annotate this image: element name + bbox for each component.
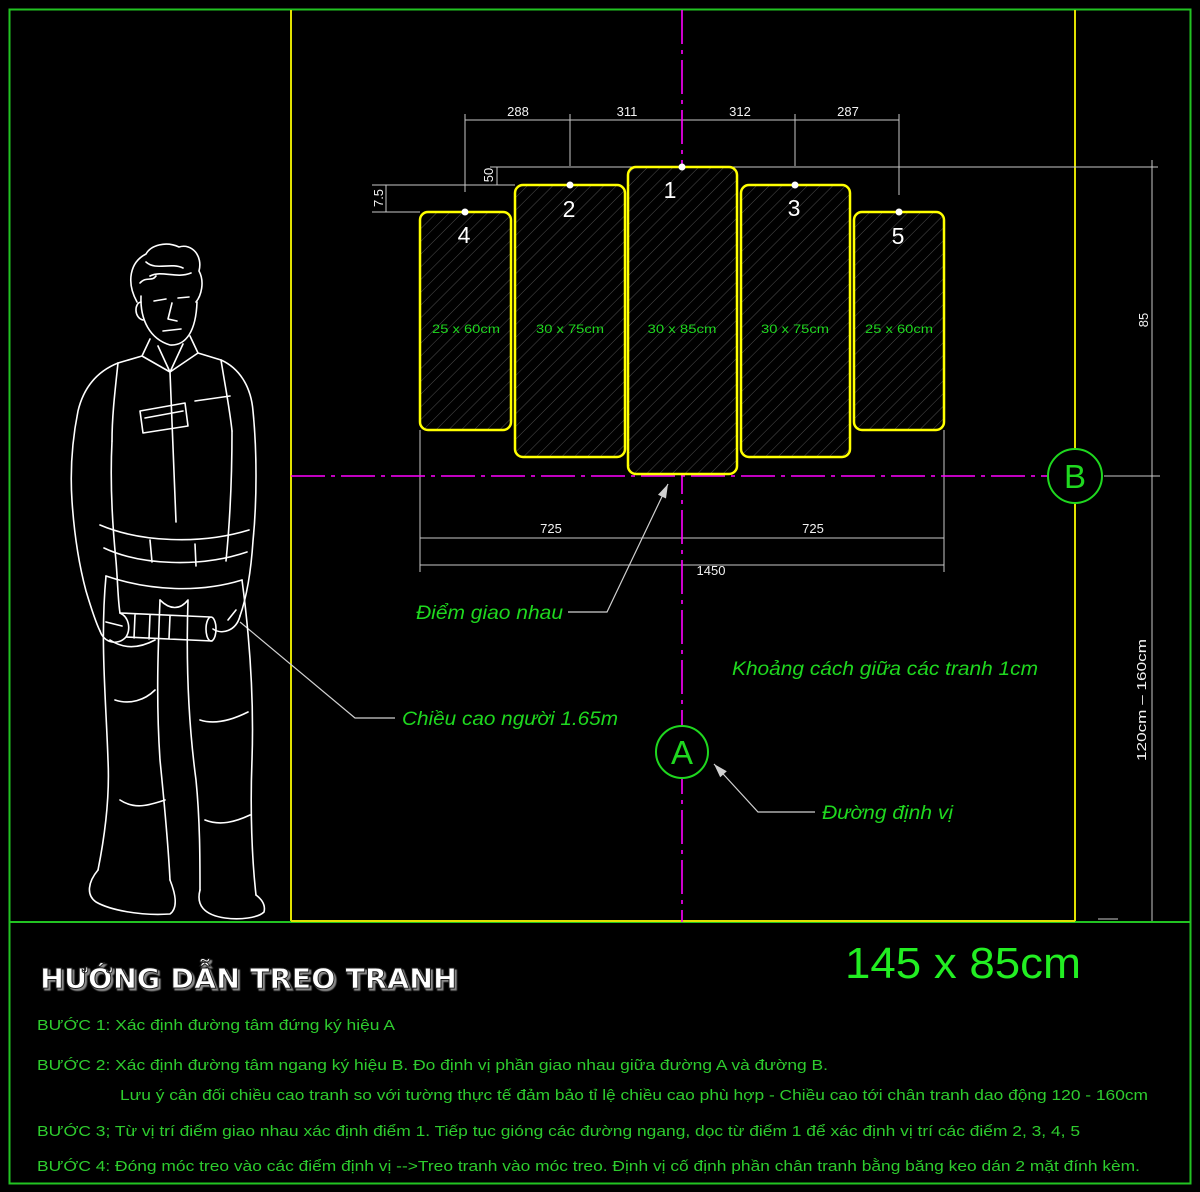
step-1: BƯỚC 1: Xác định đường tâm đứng ký hiệu … (37, 1017, 395, 1034)
painting-number: 1 (664, 177, 677, 203)
person-rolled-drawing-end (205, 616, 217, 642)
hook-spacing-label: 311 (617, 104, 638, 119)
step-2-note: Lưu ý cân đối chiều cao tranh so với tườ… (120, 1087, 1148, 1104)
painting-number: 4 (458, 222, 471, 248)
marker-a-label: A (671, 734, 693, 771)
overall-width-label: 1450 (697, 563, 726, 578)
annotation-intersection: Điểm giao nhau (416, 483, 669, 624)
hook-spacing-label: 288 (507, 104, 529, 119)
marker-a-circle (655, 725, 709, 779)
painting-number: 3 (788, 195, 801, 221)
person-collar (117, 335, 222, 373)
painting-3: 3 30 x 75cm (739, 183, 852, 459)
painting-frame (626, 165, 739, 476)
person-left-arm (70, 362, 119, 632)
person-mouth (162, 328, 182, 332)
person-jacket-zipper (169, 371, 177, 523)
hook-point-2 (566, 181, 574, 189)
painting-size: 30 x 85cm (648, 322, 717, 336)
half-width-left-label: 725 (540, 521, 562, 536)
painting-size: 30 x 75cm (761, 322, 829, 336)
arrow-head-icon (714, 764, 727, 778)
painting-2: 2 30 x 75cm (513, 183, 627, 459)
intersection-label: Điểm giao nhau (416, 603, 563, 624)
painting-5: 5 25 x 60cm (852, 210, 946, 432)
person-height-label: Chiều cao người 1.65m (402, 709, 618, 730)
person-nose (167, 302, 178, 322)
hook-point-5 (895, 208, 903, 216)
outer-offset-label: 7.5 (371, 189, 386, 207)
person-chest-pocket (139, 402, 189, 434)
painting-number: 5 (892, 223, 905, 249)
painting-4: 4 25 x 60cm (418, 210, 513, 432)
painting-gap-note: Khoảng cách giữa các tranh 1cm (732, 659, 1038, 680)
locator-line-label: Đường định vị (822, 803, 954, 824)
half-width-right-label: 725 (802, 521, 824, 536)
annotation-person-height: Chiều cao người 1.65m (239, 621, 618, 730)
marker-b-circle (1047, 448, 1103, 504)
painting-frame (513, 183, 627, 459)
person-hair (129, 243, 203, 303)
step-2: BƯỚC 2: Xác định đường tâm ngang ký hiệu… (37, 1057, 828, 1074)
hook-points (461, 163, 903, 216)
leader-line (713, 763, 815, 813)
instruction-steps: BƯỚC 1: Xác định đường tâm đứng ký hiệu … (37, 1017, 1148, 1175)
person-silhouette (70, 243, 266, 920)
leader-line (239, 621, 395, 719)
person-left-arm-inner (110, 440, 121, 614)
dimension-labels: 288 311 312 287 7.5 50 85 120cm – 160cm … (371, 104, 1151, 761)
painting-size: 30 x 75cm (536, 322, 604, 336)
marker-b: B (1047, 448, 1103, 504)
person-left-leg (97, 575, 171, 881)
annotation-locator-line: Đường định vị (713, 763, 954, 824)
painting-size: 25 x 60cm (432, 322, 500, 336)
person-ear (135, 301, 144, 321)
hook-point-4 (461, 208, 469, 216)
painting-1: 1 30 x 85cm (626, 165, 739, 476)
person-right-arm (220, 359, 257, 617)
person-trouser-folds (109, 639, 251, 824)
painting-number: 2 (563, 196, 576, 222)
person-shoulder-seams (111, 359, 233, 442)
sheet-border (8, 8, 1192, 1185)
painting-frame (739, 183, 852, 459)
step-4: BƯỚC 4: Đóng móc treo vào các điểm định … (37, 1158, 1140, 1175)
person-left-shoe (88, 869, 177, 916)
person-eyes (153, 296, 190, 302)
leader-line (568, 483, 669, 613)
hook-spacing-label: 287 (837, 104, 859, 119)
person-right-hand (212, 609, 241, 633)
inner-offset-label: 50 (481, 168, 496, 182)
total-size-label: 145 x 85cm (845, 939, 1081, 988)
floor-range-label: 120cm – 160cm (1134, 639, 1149, 761)
step-3: BƯỚC 3; Từ vị trí điểm giao nhau xác địn… (37, 1123, 1080, 1140)
person-rolled-drawing (119, 612, 213, 642)
person-right-leg (159, 579, 257, 896)
person-face (140, 295, 198, 346)
person-jacket-hem (105, 575, 243, 590)
page-title: HƯỚNG DẪN TREO TRANH (40, 957, 457, 995)
marker-b-label: B (1064, 458, 1086, 495)
person-right-arm-inner (225, 430, 233, 562)
overall-height-label: 85 (1136, 313, 1151, 327)
arrow-head-icon (658, 484, 668, 499)
marker-a: A (655, 725, 709, 779)
hook-point-1 (678, 163, 686, 171)
painting-size: 25 x 60cm (865, 322, 933, 336)
hook-spacing-label: 312 (729, 104, 751, 119)
person-belt (99, 524, 250, 567)
hook-point-3 (791, 181, 799, 189)
person-right-shoe (198, 889, 266, 920)
